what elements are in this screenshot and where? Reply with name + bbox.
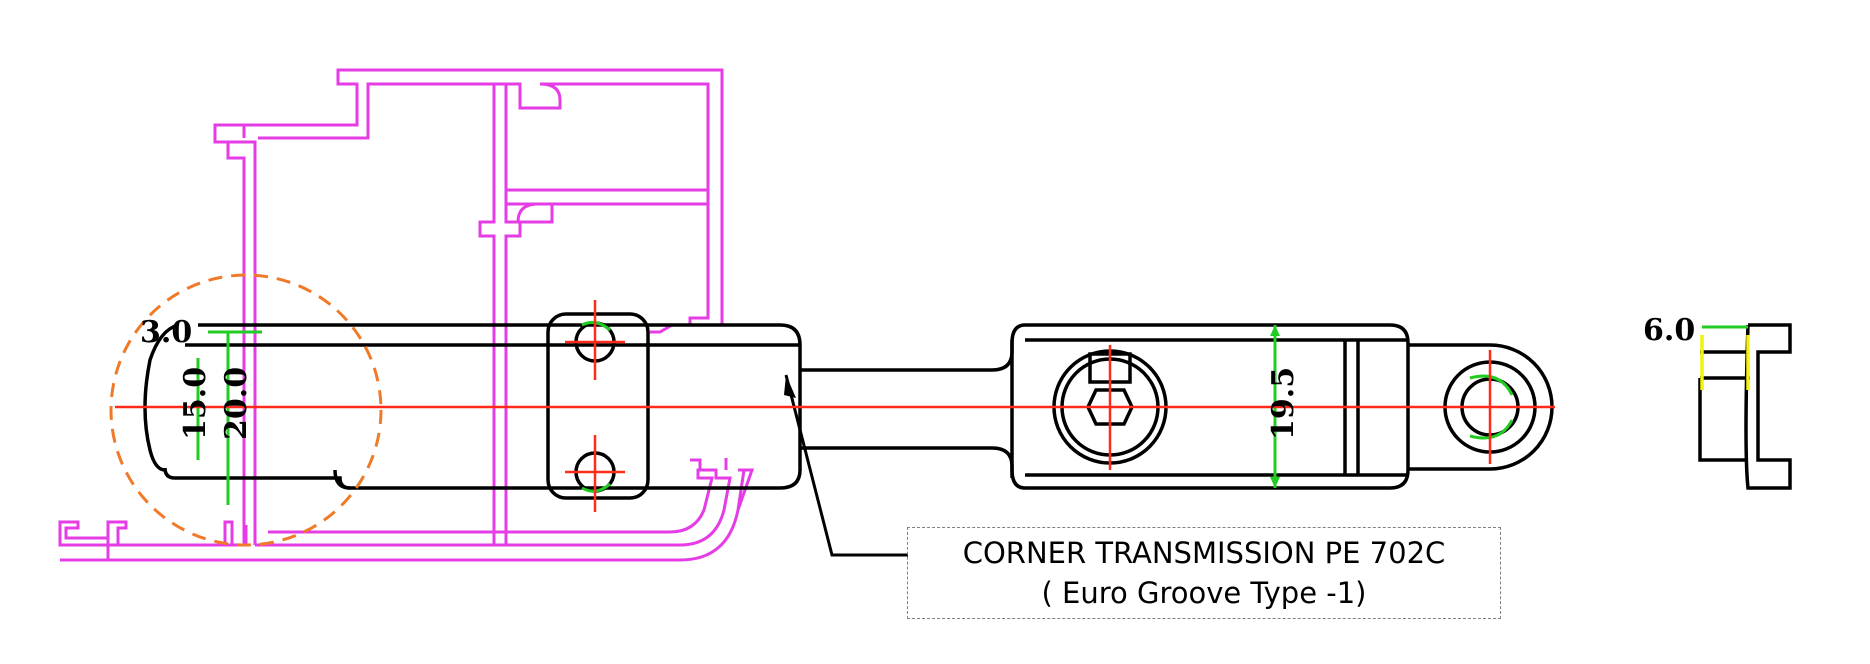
dim-15-0: 15.0: [178, 367, 213, 440]
dimension-lines: [196, 320, 1748, 505]
detail-circle: [109, 273, 383, 547]
callout-arrowhead: [784, 375, 796, 398]
dim-6-0: 6.0: [1643, 313, 1695, 348]
centerlines: [115, 300, 1555, 512]
aluminium-profile: [58, 68, 755, 562]
callout-leader: [784, 374, 908, 557]
dim-19-5: 19.5: [1266, 367, 1301, 440]
side-highlight: [1700, 335, 1750, 390]
dimension-arrowheads: [1270, 325, 1280, 488]
callout-box: CORNER TRANSMISSION PE 702C ( Euro Groov…: [907, 527, 1501, 619]
callout-title: CORNER TRANSMISSION PE 702C: [962, 536, 1446, 570]
dim-20-0: 20.0: [219, 367, 254, 440]
callout-subtitle: ( Euro Groove Type -1): [1041, 576, 1367, 610]
dim-3-0: 3.0: [140, 315, 192, 350]
